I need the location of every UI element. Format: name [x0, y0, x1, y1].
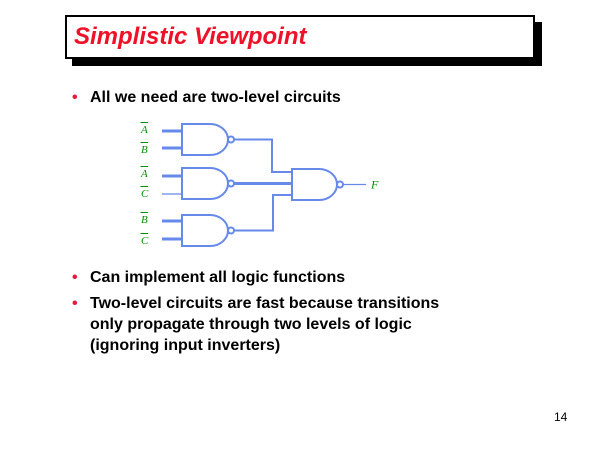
- nand-gate-3: [181, 214, 235, 247]
- nand-gate-output: [291, 168, 344, 201]
- page-number: 14: [554, 410, 568, 424]
- bullet-item-2: • Can implement all logic functions: [72, 267, 572, 288]
- svg-text:A: A: [140, 124, 148, 136]
- input-label-c1: C: [140, 186, 149, 200]
- output-label-f: F: [370, 178, 379, 192]
- bullet-text-3-line-2: only propagate through two levels of log…: [90, 316, 412, 333]
- svg-text:A: A: [140, 168, 148, 180]
- slide-title: Simplistic Viewpoint: [74, 23, 307, 50]
- svg-text:B: B: [141, 144, 148, 156]
- input-label-b1: B: [140, 142, 148, 156]
- svg-text:C: C: [141, 188, 149, 200]
- bullet-marker: •: [72, 269, 78, 286]
- bullet-marker: •: [72, 89, 78, 106]
- input-label-c2: C: [140, 233, 149, 247]
- input-label-a1: A: [140, 122, 148, 136]
- wire-gate3-to-output: [234, 194, 292, 232]
- svg-text:B: B: [141, 214, 148, 226]
- input-label-b2: B: [140, 212, 148, 226]
- bullet-item-1: • All we need are two-level circuits: [72, 87, 572, 108]
- nand-gate-2: [181, 167, 235, 200]
- nand-circuit-diagram: A B A C B C: [140, 122, 379, 247]
- title-banner: Simplistic Viewpoint: [65, 15, 535, 59]
- wire-gate1-to-output: [234, 138, 292, 173]
- bullet-text-3-line-1: Two-level circuits are fast because tran…: [90, 295, 440, 312]
- svg-text:C: C: [141, 235, 149, 247]
- bullet-text-1: All we need are two-level circuits: [90, 89, 341, 106]
- bullet-marker: •: [72, 295, 78, 312]
- bullet-text-2: Can implement all logic functions: [90, 269, 346, 286]
- nand-gate-1: [181, 123, 235, 156]
- bullet-item-3: • Two-level circuits are fast because tr…: [72, 293, 572, 356]
- input-label-a2: A: [140, 166, 148, 180]
- bullet-text-3-line-3: (ignoring input inverters): [90, 337, 281, 354]
